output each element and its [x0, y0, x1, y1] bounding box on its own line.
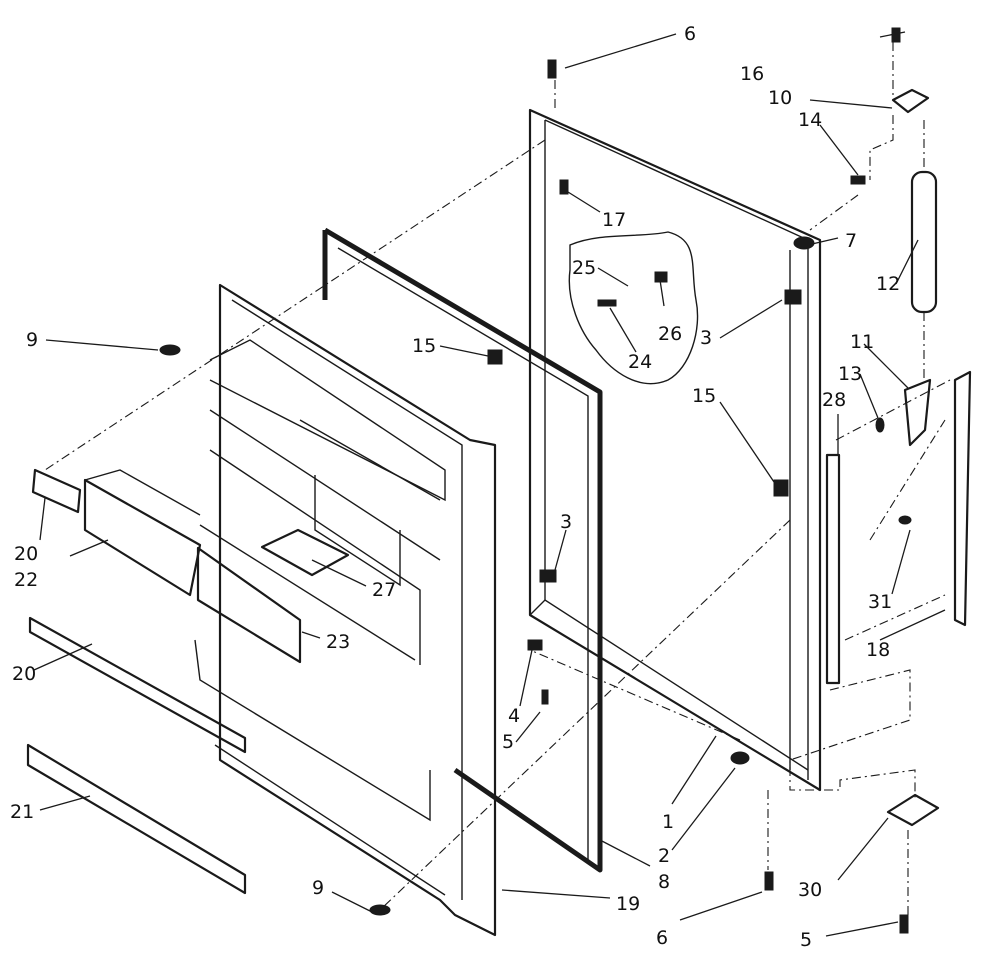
- callout-22: 22: [14, 569, 38, 591]
- callout-23: 23: [326, 631, 350, 653]
- callout-20: 20: [14, 543, 38, 565]
- hinge-11: [903, 378, 932, 447]
- callout-25: 25: [572, 257, 596, 279]
- callout-18: 18: [866, 639, 890, 661]
- callout-26: 26: [658, 323, 682, 345]
- callout-4: 4: [508, 705, 520, 727]
- callout-9: 9: [26, 329, 38, 351]
- inner-door-liner: [194, 283, 497, 937]
- screws: [159, 27, 912, 934]
- callout-8: 8: [658, 871, 670, 893]
- leader-lines: [33, 31, 946, 937]
- callout-6: 6: [684, 23, 696, 45]
- callout-27: 27: [372, 579, 396, 601]
- callout-16: 16: [740, 63, 764, 85]
- callout-21: 21: [10, 801, 34, 823]
- callout-11: 11: [850, 331, 874, 353]
- callout-31: 31: [868, 591, 892, 613]
- strip-28: [825, 453, 841, 685]
- outer-door-panel: [528, 108, 822, 792]
- callout-13: 13: [838, 363, 862, 385]
- callout-10: 10: [768, 87, 792, 109]
- shelf-22: [83, 469, 202, 597]
- door-gasket: [322, 227, 603, 873]
- rail-20-bottom: [28, 616, 247, 754]
- callout-6: 6: [656, 927, 668, 949]
- callout-15: 15: [692, 385, 716, 407]
- shelf-23: [196, 546, 302, 664]
- callout-14: 14: [798, 109, 822, 131]
- top-hinge-10: [891, 88, 930, 114]
- callout-5: 5: [800, 929, 812, 951]
- trim-18: [953, 370, 972, 627]
- rail-20-top: [31, 468, 82, 514]
- callout-15: 15: [412, 335, 436, 357]
- callout-24: 24: [628, 351, 652, 373]
- bracket-30: [886, 793, 940, 827]
- callout-5: 5: [502, 731, 514, 753]
- callout-1: 1: [662, 811, 674, 833]
- callout-9: 9: [312, 877, 324, 899]
- callout-20: 20: [12, 663, 36, 685]
- alignment-lines: [44, 42, 951, 915]
- callout-3: 3: [700, 327, 712, 349]
- callout-17: 17: [602, 209, 626, 231]
- callout-12: 12: [876, 273, 900, 295]
- callout-30: 30: [798, 879, 822, 901]
- callout-7: 7: [845, 230, 857, 252]
- callout-3: 3: [560, 511, 572, 533]
- callout-2: 2: [658, 845, 670, 867]
- callout-labels: 6 16 10 14 17 7 25 26 24 12 9 15 3 11 13…: [10, 23, 900, 951]
- rail-21: [26, 743, 247, 895]
- callout-19: 19: [616, 893, 640, 915]
- hinge-pin-tube-12: [910, 170, 938, 314]
- callout-28: 28: [822, 389, 846, 411]
